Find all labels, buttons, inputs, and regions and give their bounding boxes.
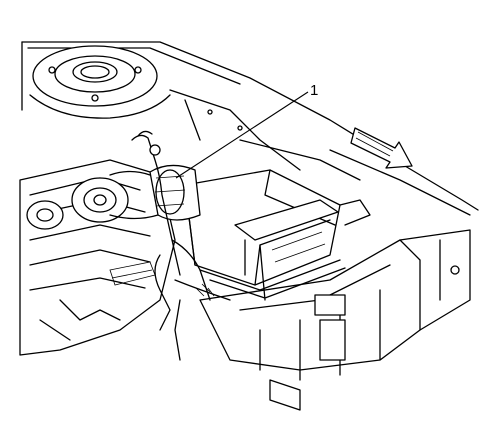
front-of-vehicle-arrow	[350, 127, 413, 169]
intake-duct	[109, 164, 201, 221]
engine-block	[19, 159, 176, 356]
callout-leader-line	[175, 91, 309, 179]
hood-outline	[21, 41, 479, 211]
callout-number: 1	[310, 82, 318, 99]
inner-fender	[169, 89, 471, 216]
strut-tower	[29, 45, 171, 119]
air-cleaner-assembly	[184, 169, 371, 301]
wiring-harness	[131, 130, 231, 361]
radiator-support	[199, 229, 471, 411]
